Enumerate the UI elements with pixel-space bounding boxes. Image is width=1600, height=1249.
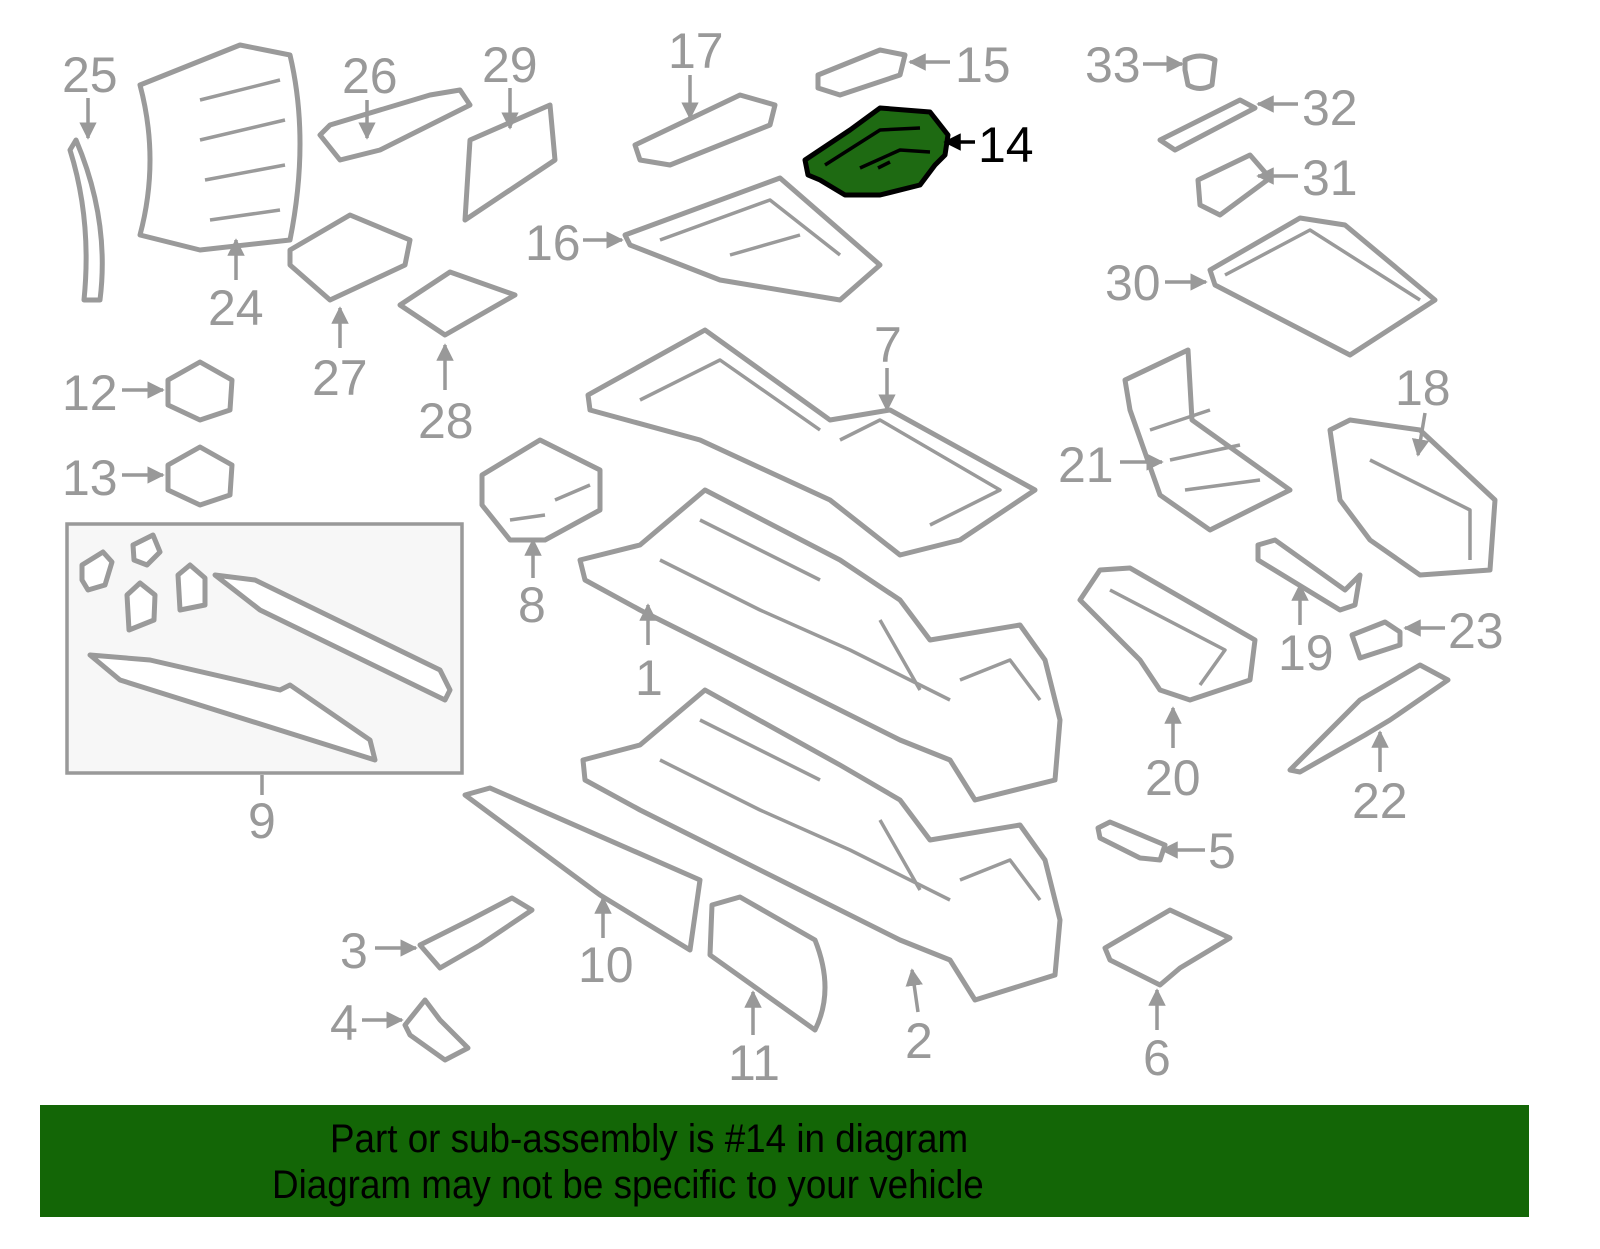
part-6[interactable] bbox=[1102, 907, 1233, 988]
label-14: 14 bbox=[978, 117, 1034, 173]
label-33: 33 bbox=[1085, 37, 1141, 93]
label-9: 9 bbox=[248, 793, 276, 849]
part-32[interactable] bbox=[1157, 97, 1258, 153]
label-25: 25 bbox=[62, 47, 118, 103]
part-1[interactable] bbox=[577, 487, 1063, 803]
part-13[interactable] bbox=[165, 444, 235, 508]
label-29: 29 bbox=[482, 37, 538, 93]
part-28[interactable] bbox=[397, 269, 518, 338]
label-2: 2 bbox=[905, 1013, 933, 1069]
part-18[interactable] bbox=[1327, 417, 1498, 578]
label-7: 7 bbox=[874, 317, 902, 373]
part-33[interactable] bbox=[1182, 53, 1218, 91]
part-20[interactable] bbox=[1077, 565, 1258, 703]
label-20: 20 bbox=[1145, 750, 1201, 806]
label-6: 6 bbox=[1143, 1030, 1171, 1086]
label-22: 22 bbox=[1352, 773, 1408, 829]
label-27: 27 bbox=[312, 350, 368, 406]
label-5: 5 bbox=[1208, 823, 1236, 879]
footer-line-2: Diagram may not be specific to your vehi… bbox=[272, 1163, 984, 1207]
label-31: 31 bbox=[1302, 150, 1358, 206]
label-26: 26 bbox=[342, 48, 398, 104]
label-12: 12 bbox=[62, 365, 118, 421]
part-15[interactable] bbox=[815, 47, 908, 98]
part-11[interactable] bbox=[707, 894, 828, 1033]
arrow-2 bbox=[905, 968, 923, 1013]
part-21[interactable] bbox=[1122, 347, 1293, 533]
part-31[interactable] bbox=[1195, 152, 1273, 218]
arrow-18 bbox=[1411, 412, 1430, 457]
footer-line-1: Part or sub-assembly is #14 in diagram bbox=[330, 1117, 969, 1161]
label-28: 28 bbox=[418, 393, 474, 449]
label-1: 1 bbox=[635, 650, 663, 706]
footer-banner: Part or sub-assembly is #14 in diagram D… bbox=[40, 1105, 1529, 1217]
part-4[interactable] bbox=[402, 997, 471, 1063]
part-16[interactable] bbox=[622, 175, 883, 303]
label-10: 10 bbox=[578, 937, 634, 993]
part-3[interactable] bbox=[417, 895, 535, 971]
part-22[interactable] bbox=[1287, 662, 1451, 775]
part-10[interactable] bbox=[462, 785, 703, 953]
part-2[interactable] bbox=[580, 687, 1063, 1003]
part-12[interactable] bbox=[165, 359, 235, 423]
label-15: 15 bbox=[955, 37, 1011, 93]
label-19: 19 bbox=[1278, 625, 1334, 681]
label-4: 4 bbox=[330, 995, 358, 1051]
label-24: 24 bbox=[208, 280, 264, 336]
label-8: 8 bbox=[518, 577, 546, 633]
label-11: 11 bbox=[728, 1035, 780, 1091]
part-30[interactable] bbox=[1207, 215, 1438, 358]
part-5[interactable] bbox=[1095, 819, 1168, 863]
label-18: 18 bbox=[1395, 360, 1451, 416]
part-25[interactable] bbox=[67, 137, 105, 303]
label-30: 30 bbox=[1105, 255, 1161, 311]
part-14[interactable] bbox=[802, 105, 951, 198]
label-32: 32 bbox=[1302, 80, 1358, 136]
part-9-kit-box[interactable] bbox=[65, 522, 464, 775]
label-16: 16 bbox=[525, 215, 581, 271]
part-26[interactable] bbox=[317, 87, 473, 163]
part-19[interactable] bbox=[1255, 537, 1363, 613]
label-13: 13 bbox=[62, 450, 118, 506]
part-23[interactable] bbox=[1349, 619, 1403, 661]
part-8[interactable] bbox=[479, 437, 603, 543]
part-7[interactable] bbox=[585, 327, 1038, 558]
part-17[interactable] bbox=[632, 92, 778, 168]
part-24[interactable] bbox=[137, 42, 303, 253]
part-29[interactable] bbox=[462, 102, 558, 223]
label-21: 21 bbox=[1058, 437, 1114, 493]
label-3: 3 bbox=[340, 923, 368, 979]
part-27[interactable] bbox=[287, 212, 413, 303]
label-17: 17 bbox=[668, 23, 724, 79]
label-23: 23 bbox=[1448, 603, 1504, 659]
